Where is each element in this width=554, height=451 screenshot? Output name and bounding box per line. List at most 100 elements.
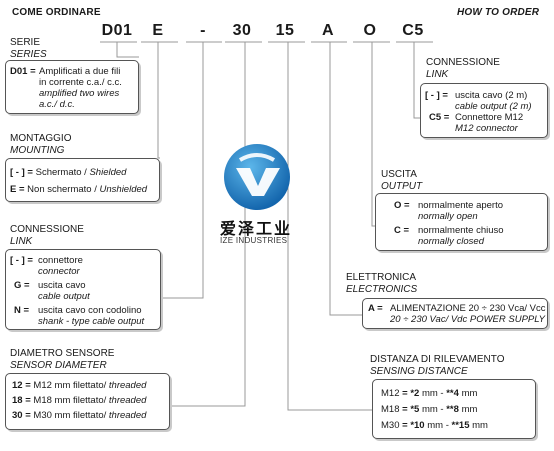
header-right: HOW TO ORDER xyxy=(457,7,540,18)
connessione-left-r3-it: uscita cavo con codolino xyxy=(38,305,142,316)
distanza-dash: - xyxy=(445,420,449,431)
montaggio-r1-en: Shielded xyxy=(89,167,127,178)
distanza-size: M18 xyxy=(381,404,400,415)
uscita-r1-key: O = xyxy=(394,200,410,211)
diametro-row-key: 30 = xyxy=(12,410,31,421)
connessione-right-title-en: LINK xyxy=(426,69,449,80)
watermark-en: IZE INDUSTRIES xyxy=(220,236,288,245)
distanza-flush: *2 xyxy=(410,388,420,399)
connessione-left-box: [ - ] = connettore connector G = uscita … xyxy=(5,249,161,330)
distanza-row: M30 = *10 mm - **15 mm xyxy=(381,420,488,431)
diametro-row-key: 18 = xyxy=(12,395,31,406)
uscita-r2-en: normally closed xyxy=(418,236,484,247)
connessione-right-r1-key: [ - ] = xyxy=(425,90,448,101)
diametro-title: DIAMETRO SENSORE xyxy=(10,348,115,359)
code-diameter: 30 xyxy=(232,22,252,39)
elettronica-key: A = xyxy=(368,303,383,314)
elettronica-box: A = ALIMENTAZIONE 20 ÷ 230 Vca/ Vcc 20 ÷… xyxy=(362,298,548,329)
distanza-box: M12 = *2 mm - **4 mm M18 = *5 mm - **8 m… xyxy=(372,379,536,439)
code-distance: 15 xyxy=(275,22,295,39)
uscita-r1-en: normally open xyxy=(418,211,478,222)
serie-title-en: SERIES xyxy=(10,49,47,60)
connessione-left-r2-it: uscita cavo xyxy=(38,280,86,291)
code-electronics: A xyxy=(321,22,335,39)
distanza-row: M12 = *2 mm - **4 mm xyxy=(381,388,477,399)
distanza-nonflush: **4 xyxy=(446,388,459,399)
elettronica-line2: 20 ÷ 230 Vac/ Vdc POWER SUPPLY xyxy=(390,314,546,325)
connessione-right-r2-key: C5 = xyxy=(429,112,450,123)
connessione-right-r1-it: uscita cavo (2 m) xyxy=(455,90,528,101)
code-connection: C5 xyxy=(402,22,424,39)
distanza-row: M18 = *5 mm - **8 mm xyxy=(381,404,477,415)
diametro-row-en: threaded xyxy=(108,395,147,406)
uscita-box: O = normalmente aperto normally open C =… xyxy=(375,193,548,251)
diametro-box: 12 = M12 mm filettato/ threaded 18 = M18… xyxy=(5,373,170,430)
distanza-mm: mm xyxy=(461,388,478,399)
distanza-flush: *5 xyxy=(410,404,420,415)
montaggio-box: [ - ] = Schermato / Shielded E = Non sch… xyxy=(5,158,160,202)
serie-line1: Amplificati a due fili xyxy=(39,66,121,77)
montaggio-r2-it: Non schermato / xyxy=(27,184,97,195)
code-series: D01 xyxy=(101,22,133,39)
serie-key: D01 = xyxy=(10,66,36,77)
distanza-dash: - xyxy=(440,388,444,399)
montaggio-title: MONTAGGIO xyxy=(10,133,72,144)
distanza-eq: = xyxy=(402,420,408,431)
distanza-dash: - xyxy=(440,404,444,415)
distanza-title: DISTANZA DI RILEVAMENTO xyxy=(370,354,505,365)
distanza-size: M30 xyxy=(381,420,400,431)
distanza-eq: = xyxy=(402,404,408,415)
connessione-left-r2-key: G = xyxy=(14,280,30,291)
connessione-right-r1-en: cable output (2 m) xyxy=(455,101,532,112)
uscita-title-en: OUTPUT xyxy=(381,181,423,192)
distanza-mm: mm xyxy=(421,404,438,415)
distanza-mm: mm xyxy=(421,388,438,399)
diametro-row: 12 = M12 mm filettato/ threaded xyxy=(12,380,146,391)
diametro-row-it: M12 mm filettato/ xyxy=(33,380,107,391)
distanza-size: M12 xyxy=(381,388,400,399)
connessione-right-title-block: CONNESSIONE LINK xyxy=(426,57,500,81)
distanza-title-block: DISTANZA DI RILEVAMENTO SENSING DISTANCE xyxy=(370,354,504,378)
distanza-title-en: SENSING DISTANCE xyxy=(370,366,468,377)
montaggio-title-en: MOUNTING xyxy=(10,145,65,156)
serie-box: D01 = Amplificati a due fili in corrente… xyxy=(5,60,139,114)
elettronica-title-en: ELECTRONICS xyxy=(346,284,418,295)
elettronica-title-block: ELETTRONICA ELECTRONICS xyxy=(346,272,417,296)
distanza-nonflush: **8 xyxy=(446,404,459,415)
elettronica-title: ELETTRONICA xyxy=(346,272,417,283)
code-mounting: E xyxy=(152,22,164,39)
montaggio-r1-it: Schermato / xyxy=(35,167,87,178)
distanza-mm: mm xyxy=(472,420,488,431)
serie-line4: a.c./ d.c. xyxy=(39,99,75,110)
distanza-nonflush: **15 xyxy=(451,420,470,431)
distanza-eq: = xyxy=(402,388,408,399)
brand-logo-icon xyxy=(222,142,292,212)
uscita-r2-it: normalmente chiuso xyxy=(418,225,504,236)
connessione-left-r1-key: [ - ] = xyxy=(10,255,33,266)
connessione-right-box: [ - ] = uscita cavo (2 m) cable output (… xyxy=(420,83,548,138)
montaggio-r1-key: [ - ] = xyxy=(10,167,33,178)
montaggio-r2-key: E = xyxy=(10,184,25,195)
connessione-left-r2-en: cable output xyxy=(38,291,90,302)
diametro-row-it: M30 mm filettato/ xyxy=(33,410,107,421)
distanza-mm: mm xyxy=(427,420,444,431)
connessione-right-r2-en: M12 connector xyxy=(455,123,518,134)
connessione-left-r3-key: N = xyxy=(14,305,30,316)
uscita-r1-it: normalmente aperto xyxy=(418,200,504,211)
distanza-flush: *10 xyxy=(410,420,425,431)
elettronica-line1: ALIMENTAZIONE 20 ÷ 230 Vca/ Vcc xyxy=(390,303,546,314)
connessione-right-title: CONNESSIONE xyxy=(426,57,500,68)
uscita-title: USCITA xyxy=(381,169,417,180)
serie-line2: in corrente c.a./ c.c. xyxy=(39,77,122,88)
diametro-row-en: threaded xyxy=(108,410,147,421)
distanza-mm: mm xyxy=(461,404,478,415)
code-output: O xyxy=(363,22,377,39)
uscita-r2-key: C = xyxy=(394,225,410,236)
connessione-right-r2-it: Connettore M12 xyxy=(455,112,524,123)
serie-title: SERIE xyxy=(10,37,41,48)
diametro-row: 30 = M30 mm filettato/ threaded xyxy=(12,410,146,421)
diametro-row-en: threaded xyxy=(108,380,147,391)
watermark-cn: 爱泽工业 xyxy=(220,221,293,238)
diametro-title-block: DIAMETRO SENSORE SENSOR DIAMETER xyxy=(10,348,114,372)
